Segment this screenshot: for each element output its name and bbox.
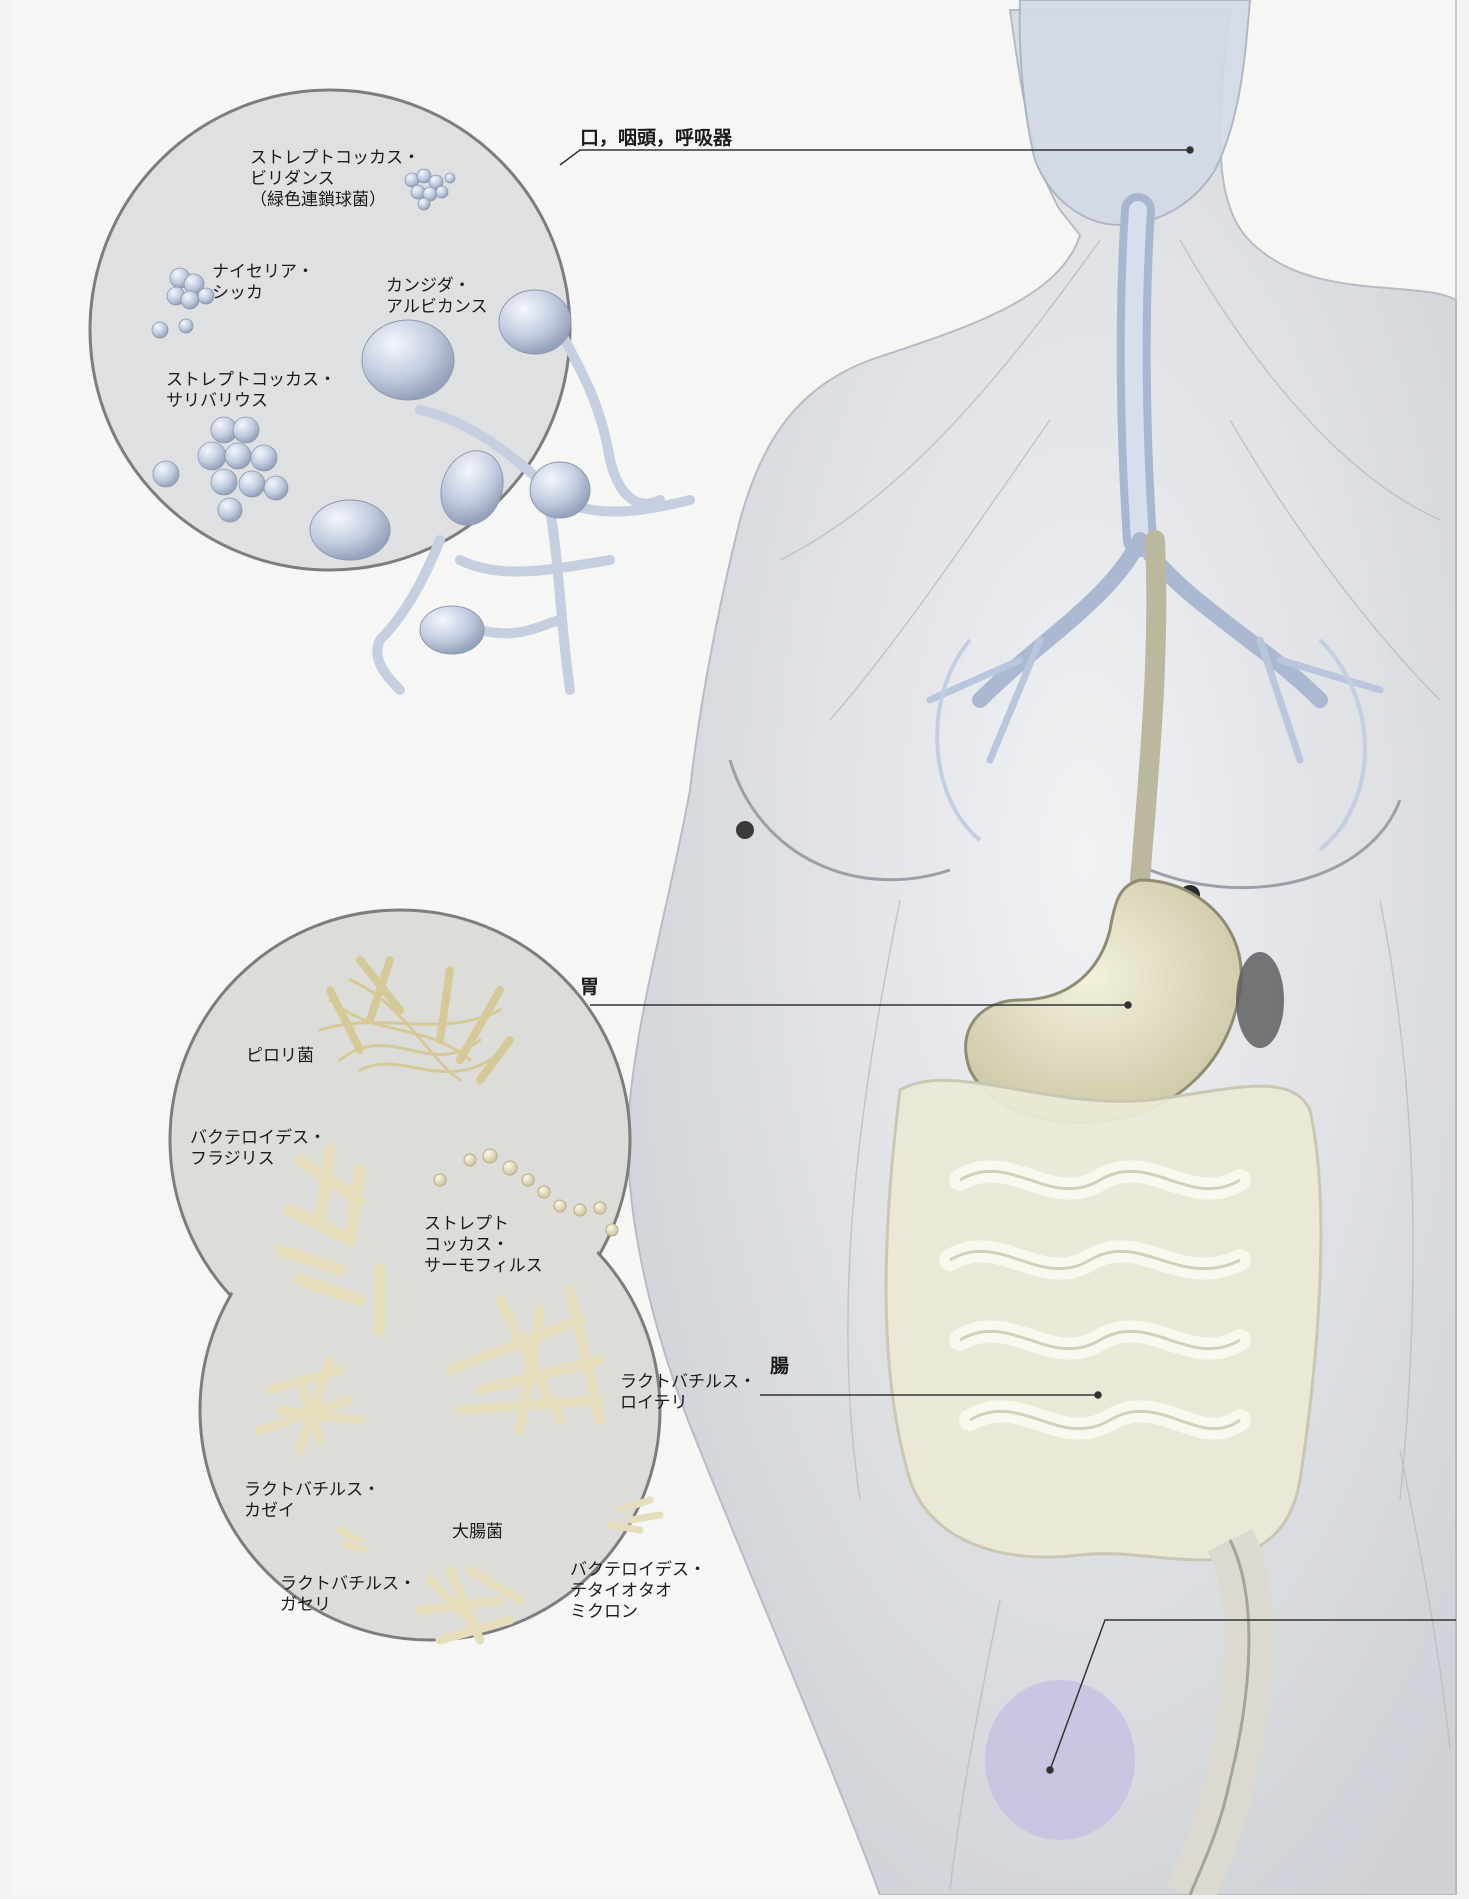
- pylori-label: ピロリ菌: [246, 1046, 314, 1067]
- e-coli-label: 大腸菌: [452, 1522, 503, 1543]
- bladder: [985, 1680, 1135, 1840]
- intestine-label: 腸: [770, 1356, 789, 1377]
- streptococcus-viridans-label: ストレプトコッカス・ ビリダンス （緑色連鎖球菌）: [250, 148, 420, 211]
- mouth-pharynx-respiratory-label: 口，咽頭，呼吸器: [580, 128, 732, 149]
- lactobacillus-gasseri-label: ラクトバチルス・ ガセリ: [280, 1574, 416, 1616]
- streptococcus-salivarius-label: ストレプトコッカス・ サリバリウス: [166, 370, 336, 412]
- gut-microbe-circles: [170, 910, 660, 1640]
- spleen: [1236, 952, 1284, 1048]
- candida-albicans-label: カンジダ・ アルビカンス: [386, 276, 488, 318]
- bacteroides-fragilis-label: バクテロイデス・ フラジリス: [190, 1128, 326, 1170]
- lactobacillus-reuteri-label: ラクトバチルス・ ロイテリ: [620, 1372, 756, 1414]
- bacteroides-thetaiotaomicron-label: バクテロイデス・ テタイオタオ ミクロン: [570, 1560, 706, 1623]
- neisseria-sicca-label: ナイセリア・ シッカ: [212, 262, 314, 304]
- left-nipple: [736, 821, 754, 839]
- streptococcus-thermophilus-label: ストレプト コッカス・ サーモフィルス: [424, 1214, 543, 1277]
- lactobacillus-casei-label: ラクトバチルス・ カゼイ: [244, 1480, 380, 1522]
- stomach-label: 胃: [580, 977, 599, 998]
